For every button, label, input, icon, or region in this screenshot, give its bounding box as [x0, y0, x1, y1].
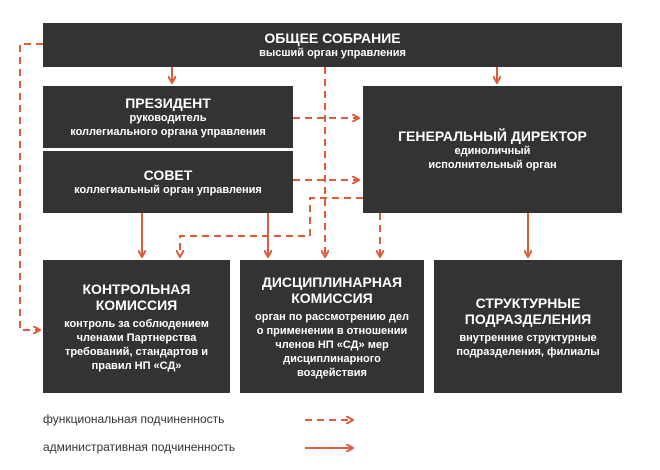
control-title-2: КОМИССИЯ [95, 296, 178, 313]
control-line-3: требований, стандартов и [64, 345, 209, 358]
box-council: СОВЕТ коллегиальный орган управления [43, 151, 293, 213]
dashed-assembly-to-control [19, 43, 43, 330]
assembly-title: ОБЩЕЕ СОБРАНИЕ [264, 30, 401, 46]
director-title: ГЕНЕРАЛЬНЫЙ ДИРЕКТОР [398, 127, 587, 144]
box-general-director: ГЕНЕРАЛЬНЫЙ ДИРЕКТОР единоличный исполни… [363, 86, 622, 213]
box-structural-divisions: СТРУКТУРНЫЕ ПОДРАЗДЕЛЕНИЯ внутренние стр… [434, 260, 622, 393]
disciplinary-line-1: орган по рассмотрению дел [255, 310, 409, 323]
president-subtitle-1: руководитель [129, 112, 207, 124]
structural-title-2: ПОДРАЗДЕЛЕНИЯ [464, 310, 592, 327]
control-line-1: контроль за соблюдением [64, 317, 209, 330]
box-disciplinary-commission: ДИСЦИПЛИНАРНАЯ КОМИССИЯ орган по рассмот… [240, 260, 424, 393]
assembly-subtitle: высший орган управления [259, 47, 406, 59]
box-control-commission: КОНТРОЛЬНАЯ КОМИССИЯ контроль за соблюде… [43, 260, 230, 393]
legend-functional-label: функциональная подчиненность [43, 412, 225, 426]
structural-title-1: СТРУКТУРНЫЕ [475, 294, 581, 311]
disciplinary-title-1: ДИСЦИПЛИНАРНАЯ [261, 273, 403, 290]
box-president: ПРЕЗИДЕНТ руководитель коллегиального ор… [43, 86, 293, 148]
council-subtitle: коллегиальный орган управления [74, 184, 262, 196]
disciplinary-line-2: о применении в отношении [256, 324, 408, 337]
director-subtitle-2: исполнительный орган [428, 158, 557, 171]
council-title: СОВЕТ [143, 167, 193, 183]
disciplinary-line-3: членов НП «СД» мер [275, 338, 389, 351]
disciplinary-title-2: КОМИССИЯ [291, 289, 373, 306]
structural-line-1: внутренние структурные [459, 331, 597, 344]
box-general-assembly: ОБЩЕЕ СОБРАНИЕ высший орган управления [43, 23, 622, 67]
control-line-2: членами Партнерства [76, 331, 197, 344]
structural-line-2: подразделения, филиалы [456, 345, 600, 358]
disciplinary-line-5: воздействия [297, 366, 367, 379]
president-title: ПРЕЗИДЕНТ [125, 95, 211, 111]
legend-administrative-label: административная подчиненность [43, 440, 236, 454]
control-title-1: КОНТРОЛЬНАЯ [82, 280, 191, 297]
director-subtitle-1: единоличный [454, 144, 531, 157]
dashed-director-to-control [180, 197, 363, 256]
control-line-4: правил НП «СД» [91, 359, 182, 372]
president-subtitle-2: коллегиального органа управления [70, 126, 266, 138]
disciplinary-line-4: дисциплинарного [283, 352, 381, 365]
